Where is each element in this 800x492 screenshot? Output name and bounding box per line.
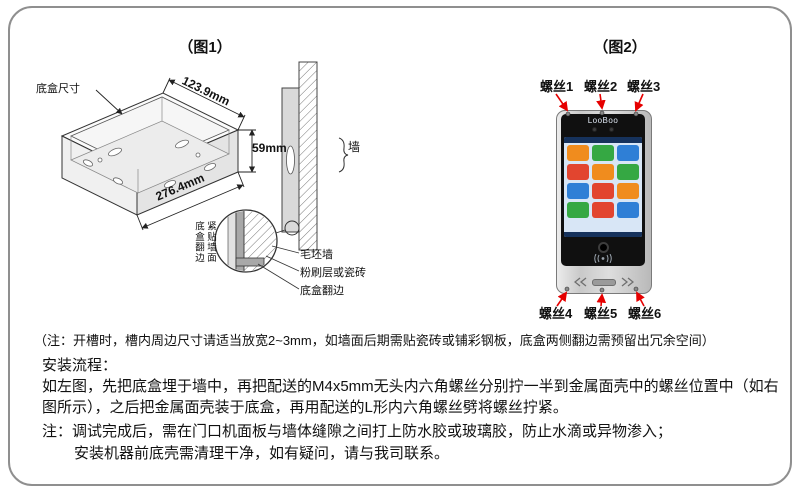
- figure1-drawing: [60, 61, 349, 290]
- screw-label-1: 螺丝1: [540, 79, 574, 94]
- app-tile: [592, 183, 614, 199]
- app-tile: [592, 202, 614, 218]
- wall-label: 墙: [348, 140, 361, 154]
- device-glass-panel: LooBoo: [561, 114, 645, 266]
- ir-led-dots: [561, 127, 645, 132]
- slot-clearance-note: （注：开槽时，槽内周边尺寸请适当放宽2~3mm，如墙面后期需贴瓷砖或铺彩钢板，底…: [34, 333, 715, 348]
- brand-logo: LooBoo: [587, 116, 619, 125]
- screw-label-2: 螺丝2: [584, 79, 618, 94]
- app-tile: [592, 164, 614, 180]
- camera-lens-icon: [561, 242, 645, 253]
- speaker-slot: [592, 278, 616, 286]
- layer-label-rough-wall: 毛坯墙: [300, 249, 333, 261]
- app-tile: [567, 202, 589, 218]
- wall-section-view: [281, 61, 349, 251]
- install-flow-title: 安装流程：: [42, 357, 118, 374]
- dimension-height-label: 59mm: [252, 141, 287, 155]
- app-tile: [617, 145, 639, 161]
- speaker-chevrons-right-icon: [621, 277, 634, 287]
- figure1-title: （图1）: [178, 39, 232, 56]
- screw-label-4: 螺丝4: [539, 306, 573, 321]
- page-border-frame: [8, 6, 792, 486]
- screw-label-3: 螺丝3: [627, 79, 661, 94]
- caution-line1: 注：调试完成后，需在门口机面板与墙体缝隙之间打上防水胶或玻璃胶，防止水滴或异物渗…: [42, 423, 673, 440]
- device-screen: [564, 137, 642, 237]
- layer-label-flange: 底盒翻边: [300, 285, 344, 297]
- app-tile: [567, 164, 589, 180]
- speaker-grille: [557, 277, 651, 287]
- app-tile: [617, 164, 639, 180]
- flange-note-column-right: 紧贴墙面: [205, 221, 216, 263]
- app-tile: [567, 145, 589, 161]
- wall-brace: [338, 137, 349, 173]
- dimension-lines: [95, 77, 256, 231]
- figure2-title: （图2）: [593, 39, 647, 56]
- screw-label-6: 螺丝6: [628, 306, 662, 321]
- screen-navbar: [564, 232, 642, 237]
- caution-line2: 安装机器前底壳需清理干净，如有疑问，请与我司联系。: [74, 445, 450, 462]
- speaker-chevrons-left-icon: [574, 277, 587, 287]
- backbox-size-label: 底盒尺寸: [36, 83, 80, 95]
- app-tile: [617, 202, 639, 218]
- intercom-waves-icon: [561, 254, 645, 263]
- detail-callout: [214, 209, 300, 290]
- screen-statusbar: [564, 137, 642, 143]
- layer-label-plaster: 粉刷层或瓷砖: [300, 267, 366, 279]
- app-tile-grid: [564, 145, 642, 218]
- app-tile: [567, 183, 589, 199]
- install-flow-text: 如左图，先把底盒埋于墙中，再把配送的M4x5mm无头内六角螺丝分别拧一半到金属面…: [42, 378, 779, 416]
- intercom-device: LooBoo: [556, 110, 652, 294]
- screw-label-5: 螺丝5: [584, 306, 618, 321]
- app-tile: [617, 183, 639, 199]
- flange-note-column-left: 底盒翻边: [193, 221, 204, 263]
- app-tile: [592, 145, 614, 161]
